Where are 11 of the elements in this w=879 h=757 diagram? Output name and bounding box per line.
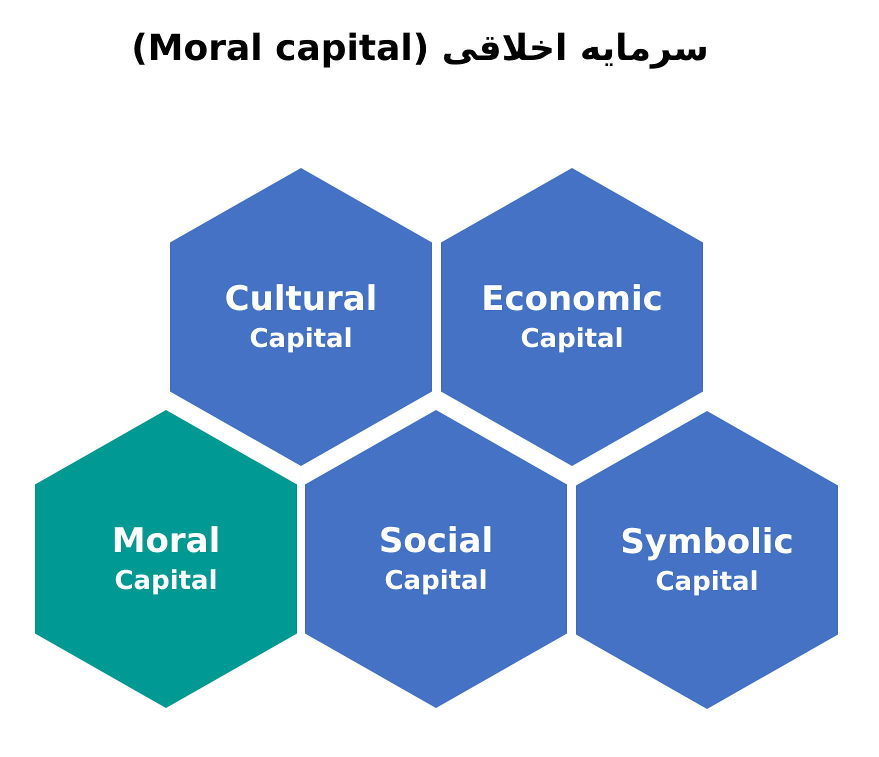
hexagon-subheading: Capital [114,565,218,598]
hexagon-subheading: Capital [384,565,488,598]
hexagon-subheading: Capital [249,323,353,356]
hexagon-heading: Symbolic [620,521,794,564]
hexagon-heading: Moral [112,520,220,563]
hexagon-subheading: Capital [520,323,624,356]
hexagon-heading: Social [378,520,494,563]
hexagon-heading: Economic [481,278,663,321]
hexagon-subheading: Capital [655,566,759,599]
hexagon-heading: Cultural [224,278,378,321]
title: سرمایه اخلاقی (Moral capital) [130,28,710,69]
